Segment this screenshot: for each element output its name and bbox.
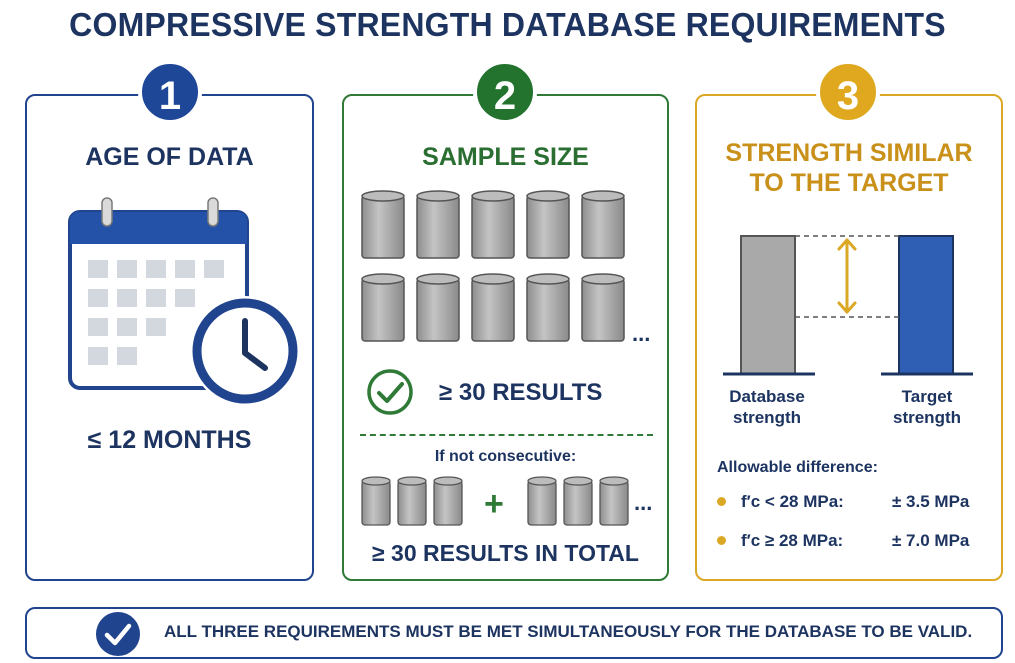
step-badge-3: 3 xyxy=(816,60,880,124)
total-results-label: ≥ 30 RESULTS IN TOTAL xyxy=(372,540,639,566)
plus-sign: + xyxy=(484,485,504,523)
age-limit-value: ≤ 12 MONTHS xyxy=(87,426,252,454)
panel-title-strength: STRENGTH SIMILAR TO THE TARGET xyxy=(725,139,973,197)
concrete-cylinders-icon: ... xyxy=(361,190,650,346)
target-strength-label: Target strength xyxy=(893,387,961,427)
dashed-divider xyxy=(360,434,653,436)
panel-sample-size: 2 SAMPLE SIZE ... ≥ 30 RESU xyxy=(342,60,669,581)
footer-text: ALL THREE REQUIREMENTS MUST BE MET SIMUL… xyxy=(164,622,973,641)
min-results-label: ≥ 30 RESULTS xyxy=(439,379,603,406)
difference-arrow-icon xyxy=(837,238,857,314)
bullet-icon xyxy=(717,536,726,545)
panel-title-age: AGE OF DATA xyxy=(85,143,254,171)
strength-comparison-graphic xyxy=(723,235,973,376)
panel-title-sample: SAMPLE SIZE xyxy=(422,143,589,171)
footer-banner: ALL THREE REQUIREMENTS MUST BE MET SIMUL… xyxy=(25,607,1003,659)
allowable-difference-label: Allowable difference: xyxy=(717,459,878,476)
step-badge-2: 2 xyxy=(473,60,537,124)
database-strength-bar xyxy=(740,235,796,375)
more-samples-ellipsis: ... xyxy=(632,321,650,346)
page-title: COMPRESSIVE STRENGTH DATABASE REQUIREMEN… xyxy=(69,6,946,43)
panel-age-of-data: 1 AGE OF DATA ≤ 12 MONTHS xyxy=(25,60,314,581)
calendar-clock-icon xyxy=(68,197,300,406)
not-consecutive-label: If not consecutive: xyxy=(434,448,577,465)
panel-strength-similar: 3 STRENGTH SIMILAR TO THE TARGET Databas… xyxy=(695,60,1003,581)
step-badge-1: 1 xyxy=(138,60,202,124)
check-circle-icon xyxy=(367,369,413,415)
split-cylinders-icon: + ... xyxy=(361,476,652,526)
check-circle-icon xyxy=(96,612,140,656)
bullet-icon xyxy=(717,497,726,506)
more-samples-ellipsis-2: ... xyxy=(634,490,652,515)
database-strength-label: Database strength xyxy=(729,387,805,427)
target-strength-bar xyxy=(898,235,954,375)
